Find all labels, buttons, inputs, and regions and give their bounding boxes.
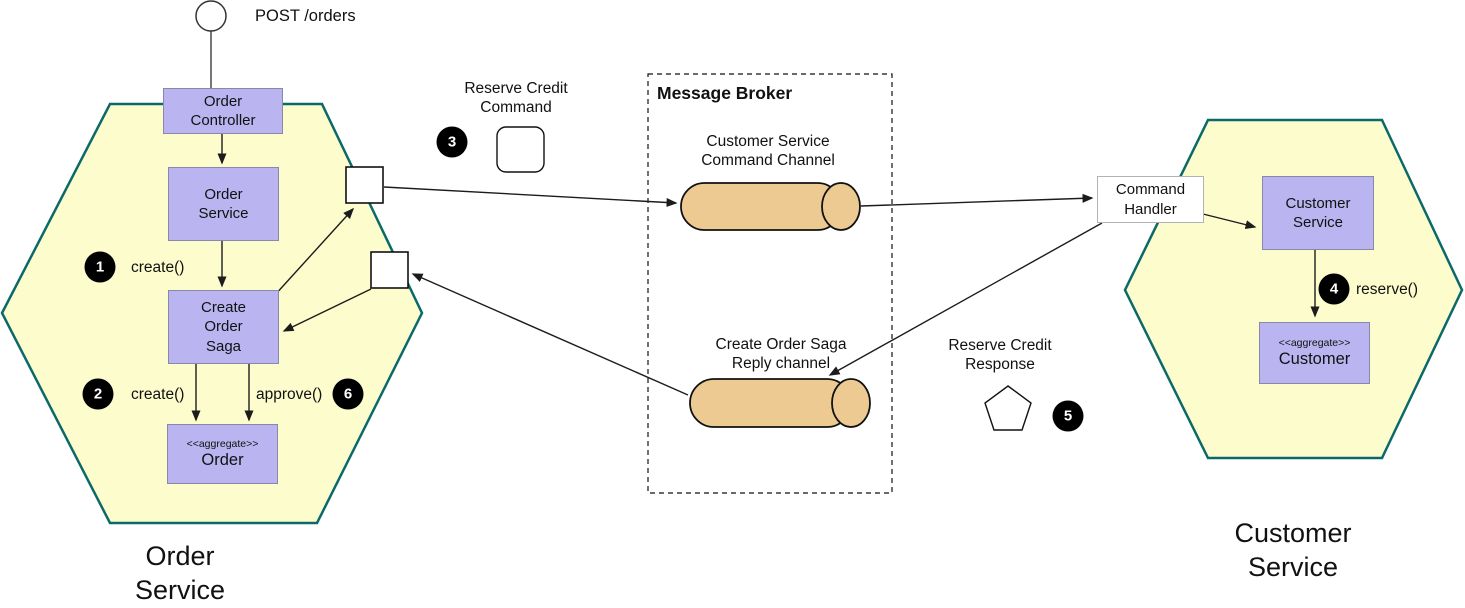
arrow-saga-to-outbound-port (273, 207, 355, 297)
customer-aggregate-stereotype: <<aggregate>> (1278, 336, 1351, 349)
arrow-handler-to-customer-service (1202, 213, 1257, 230)
customer-service-box: Customer Service (1262, 176, 1374, 250)
reserve-credit-response-label: Reserve Credit Response (948, 337, 1052, 374)
command-handler-label: Command Handler (1115, 181, 1186, 218)
order-aggregate-stereotype: <<aggregate>> (186, 437, 259, 450)
message-broker-box (647, 73, 893, 494)
step-6-badge: 6 (332, 378, 364, 410)
message-broker-title: Message Broker (657, 83, 793, 103)
customer-hexagon-label: Customer Service (1234, 518, 1352, 582)
reply-channel-cylinder (689, 378, 871, 428)
step-2-label: create() (131, 386, 185, 403)
arrow-reply-channel-to-inbound-port (411, 273, 689, 396)
command-channel-cylinder (680, 182, 861, 231)
order-controller-box: Order Controller (163, 88, 283, 134)
reply-channel-body (689, 378, 852, 428)
reply-channel-label: Create Order Saga Reply channel (715, 336, 847, 373)
customer-service-box-label: Customer Service (1285, 194, 1351, 232)
step-3-badge: 3 (436, 126, 468, 158)
order-service-box: Order Service (168, 167, 279, 241)
order-aggregate-box: <<aggregate>> Order (167, 424, 278, 484)
reserve-credit-command-label: Reserve Credit Command (464, 80, 568, 117)
create-order-saga-box: Create Order Saga (168, 290, 279, 364)
outbound-port-square (345, 166, 384, 204)
post-orders-label: POST /orders (255, 7, 356, 25)
create-order-saga-label: Create Order Saga (200, 298, 247, 355)
order-service-box-label: Order Service (198, 185, 249, 223)
step-6-label: approve() (256, 386, 323, 403)
step-5-badge: 5 (1052, 400, 1084, 432)
command-handler-box: Command Handler (1097, 176, 1204, 223)
customer-aggregate-name: Customer (1278, 350, 1351, 369)
step-1-label: create() (131, 259, 185, 276)
response-pentagon-icon (984, 385, 1032, 431)
customer-aggregate-box: <<aggregate>> Customer (1259, 322, 1370, 384)
step-1-badge: 1 (84, 251, 116, 283)
command-channel-label: Customer Service Command Channel (701, 133, 835, 170)
step-4-badge: 4 (1318, 273, 1350, 305)
arrow-handler-to-reply-channel (828, 222, 1103, 376)
order-aggregate-name: Order (201, 451, 244, 470)
order-hexagon-label: Order Service (134, 541, 226, 605)
reply-channel-cap (831, 378, 871, 428)
command-message-icon (496, 126, 545, 173)
inbound-port-square (370, 251, 409, 289)
initiator-circle (195, 0, 227, 32)
step-2-badge: 2 (82, 378, 114, 410)
order-controller-label: Order Controller (190, 92, 256, 130)
customer-service-hexagon (1123, 118, 1464, 460)
arrow-inbound-port-to-saga (282, 288, 372, 332)
command-channel-cap (821, 182, 861, 231)
step-4-label: reserve() (1356, 281, 1419, 298)
arrow-command-channel-to-handler (860, 193, 1094, 207)
arrow-port-to-command-channel (383, 186, 678, 207)
command-channel-body (680, 182, 842, 231)
